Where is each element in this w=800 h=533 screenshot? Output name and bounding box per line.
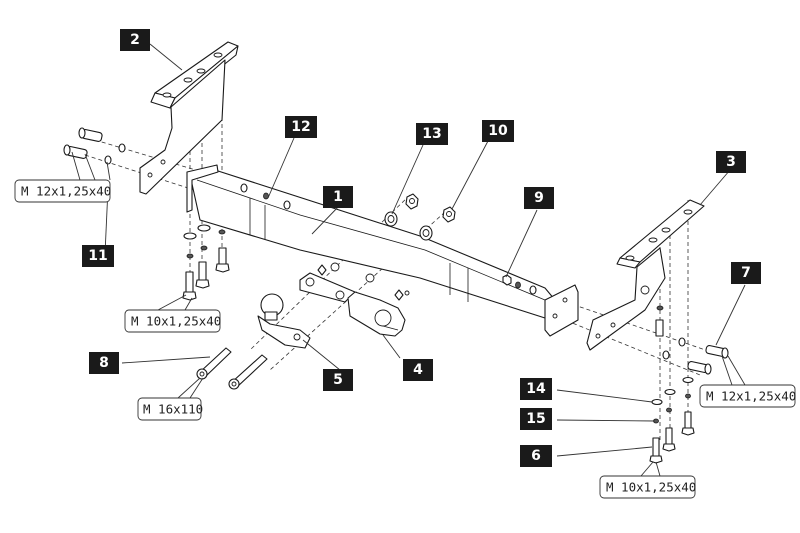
callout-13: 13 bbox=[416, 123, 448, 145]
spec-m16-text: M 16x110 bbox=[143, 402, 203, 417]
spec-left-m12-text: M 12x1,25x40 bbox=[21, 184, 111, 199]
callout-12: 12 bbox=[285, 116, 317, 138]
m16-bolts bbox=[196, 347, 268, 390]
callout-10: 10 bbox=[482, 120, 514, 142]
callout-14: 14 bbox=[520, 378, 552, 400]
callout-7-label: 7 bbox=[741, 265, 751, 281]
callout-10-label: 10 bbox=[488, 123, 508, 139]
right-bracket bbox=[586, 199, 705, 351]
callout-2: 2 bbox=[120, 29, 150, 51]
callout-8-label: 8 bbox=[99, 355, 109, 371]
callout-9-label: 9 bbox=[534, 190, 544, 206]
left-m12-bolts bbox=[63, 127, 126, 165]
spec-right-m12-text: M 12x1,25x40 bbox=[706, 389, 796, 404]
leader-lines bbox=[71, 43, 746, 477]
callout-3: 3 bbox=[716, 151, 746, 173]
callout-6-label: 6 bbox=[531, 448, 541, 464]
callout-12-label: 12 bbox=[291, 119, 310, 135]
left-bracket bbox=[139, 41, 239, 195]
callout-15-label: 15 bbox=[526, 411, 545, 427]
crossbar bbox=[186, 164, 579, 337]
spec-m16: M 16x110 bbox=[137, 397, 203, 421]
callout-2-label: 2 bbox=[130, 32, 140, 48]
spec-right-m12: M 12x1,25x40 bbox=[699, 384, 796, 408]
tow-ball bbox=[257, 293, 311, 349]
callout-15: 15 bbox=[520, 408, 552, 430]
callout-4: 4 bbox=[403, 359, 433, 381]
callout-5-label: 5 bbox=[333, 372, 343, 388]
socket-plate bbox=[299, 272, 406, 337]
callout-6: 6 bbox=[520, 445, 552, 467]
callout-1: 1 bbox=[323, 186, 353, 208]
left-crossbar-fasteners bbox=[240, 183, 291, 210]
callout-13-label: 13 bbox=[422, 126, 441, 142]
callout-1-label: 1 bbox=[333, 189, 343, 205]
callout-9: 9 bbox=[524, 187, 554, 209]
callout-11-label: 11 bbox=[88, 248, 107, 264]
right-crossbar-fasteners bbox=[502, 274, 537, 295]
spec-right-m10-text: M 10x1,25x40 bbox=[606, 480, 696, 495]
spec-left-m12: M 12x1,25x40 bbox=[14, 179, 111, 203]
callout-11: 11 bbox=[82, 245, 114, 267]
spec-right-m10: M 10x1,25x40 bbox=[599, 475, 696, 499]
center-fasteners bbox=[384, 193, 456, 241]
callout-5: 5 bbox=[323, 369, 353, 391]
callout-7: 7 bbox=[731, 262, 761, 284]
callout-8: 8 bbox=[89, 352, 119, 374]
left-m10-fasteners bbox=[182, 224, 230, 301]
spec-left-m10-text: M 10x1,25x40 bbox=[131, 314, 221, 329]
right-fasteners bbox=[649, 305, 729, 464]
spec-left-m10: M 10x1,25x40 bbox=[124, 309, 221, 333]
callout-4-label: 4 bbox=[413, 362, 423, 378]
callout-3-label: 3 bbox=[726, 154, 736, 170]
callout-14-label: 14 bbox=[526, 381, 546, 397]
